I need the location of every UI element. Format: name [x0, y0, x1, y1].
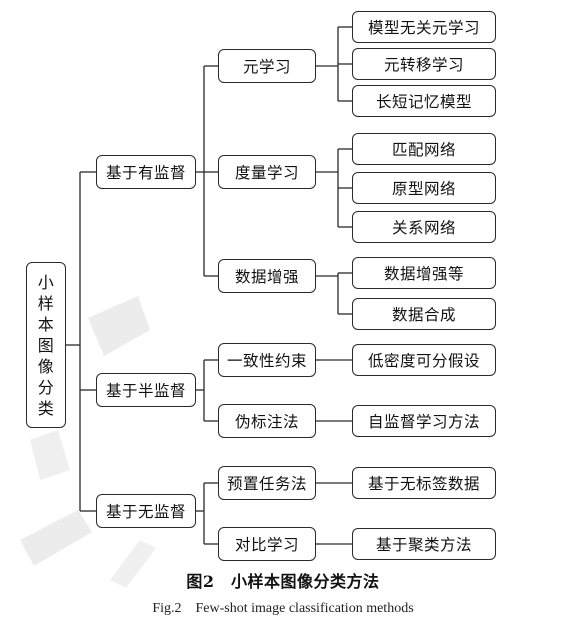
root-char: 类 — [37, 398, 55, 418]
leaf-maml: 模型无关元学习 — [352, 11, 496, 43]
leaf-data-augmentation-etc: 数据增强等 — [352, 257, 496, 289]
figure-caption-english: Fig.2 Few-shot image classification meth… — [152, 601, 414, 616]
leaf-low-density-separation: 低密度可分假设 — [352, 344, 496, 376]
node-consistency-constraint: 一致性约束 — [218, 343, 316, 377]
figure-caption-chinese: 图2 小样本图像分类方法 — [186, 572, 380, 591]
leaf-data-synthesis: 数据合成 — [352, 298, 496, 330]
root-char: 样 — [37, 293, 55, 313]
leaf-lstm: 长短记忆模型 — [352, 85, 496, 117]
root-node: 小 样 本 图 像 分 类 — [26, 262, 66, 428]
leaf-clustering-method: 基于聚类方法 — [352, 528, 496, 560]
leaf-self-supervised-method: 自监督学习方法 — [352, 405, 496, 437]
node-semi-supervised: 基于半监督 — [96, 373, 196, 407]
node-pseudo-labeling: 伪标注法 — [218, 404, 316, 438]
node-contrastive-learning: 对比学习 — [218, 527, 316, 561]
node-pretext-task: 预置任务法 — [218, 466, 316, 500]
root-char: 分 — [37, 377, 55, 397]
node-meta-learning: 元学习 — [218, 49, 316, 83]
root-char: 本 — [37, 314, 55, 334]
node-supervised: 基于有监督 — [96, 155, 196, 189]
root-char: 图 — [37, 335, 55, 355]
leaf-meta-transfer: 元转移学习 — [352, 48, 496, 80]
leaf-relation-network: 关系网络 — [352, 211, 496, 243]
node-metric-learning: 度量学习 — [218, 155, 316, 189]
leaf-matching-network: 匹配网络 — [352, 133, 496, 165]
leaf-unlabeled-data: 基于无标签数据 — [352, 467, 496, 499]
root-char: 像 — [37, 356, 55, 376]
leaf-prototypical-network: 原型网络 — [352, 172, 496, 204]
node-unsupervised: 基于无监督 — [96, 494, 196, 528]
node-data-augmentation: 数据增强 — [218, 259, 316, 293]
root-char: 小 — [37, 272, 55, 292]
